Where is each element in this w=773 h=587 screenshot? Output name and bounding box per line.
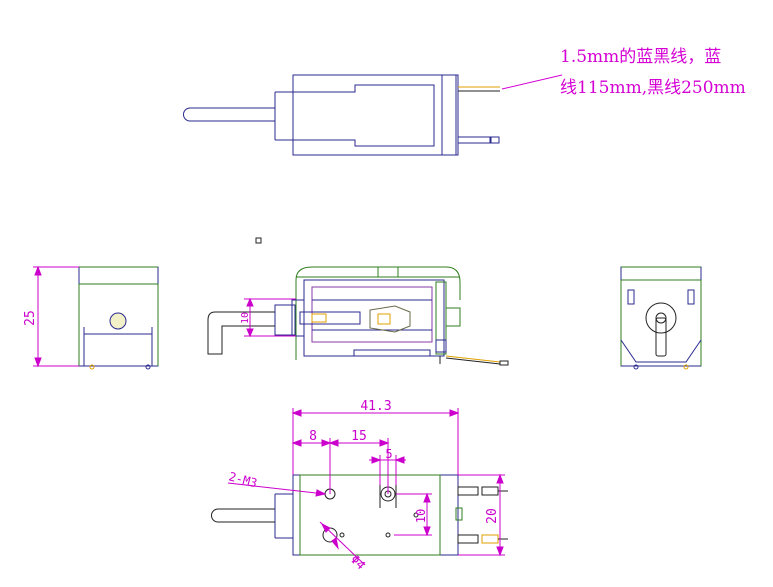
right-end-view <box>620 266 702 370</box>
top-view <box>183 74 500 156</box>
front-view <box>207 266 509 366</box>
dim-offset-b-label: 15 <box>351 429 367 444</box>
dim-width-20 <box>458 473 505 557</box>
bottom-view <box>211 474 508 556</box>
dim-plunger-10 <box>244 297 296 338</box>
leader-2-m3 <box>227 482 327 497</box>
dim-mid-10 <box>394 492 432 537</box>
marker-square <box>255 237 262 244</box>
dim-hole-5 <box>369 455 406 485</box>
mount-thread-label: 2-M3 <box>227 469 259 490</box>
dim-offset-c-label: 5 <box>385 447 392 461</box>
dim-offset-a-label: 8 <box>309 429 317 444</box>
dim-hole-offsets <box>291 438 390 494</box>
dim-length-label: 41.3 <box>360 399 391 414</box>
dim-plunger-label: 10 <box>240 312 251 324</box>
leader-phi-4 <box>319 521 366 566</box>
dim-width-label: 20 <box>485 508 500 524</box>
annotation-line2: 线115mm,黑线250mm <box>560 78 746 98</box>
dim-height-label: 25 <box>23 310 38 326</box>
dim-height-25 <box>33 265 79 368</box>
annotation-line1: 1.5mm的蓝黑线，蓝 <box>560 47 721 67</box>
annotation-leader <box>501 74 563 90</box>
dim-mid-label: 10 <box>414 509 428 523</box>
dim-length-41-3 <box>291 408 460 475</box>
left-end-view <box>78 266 159 370</box>
